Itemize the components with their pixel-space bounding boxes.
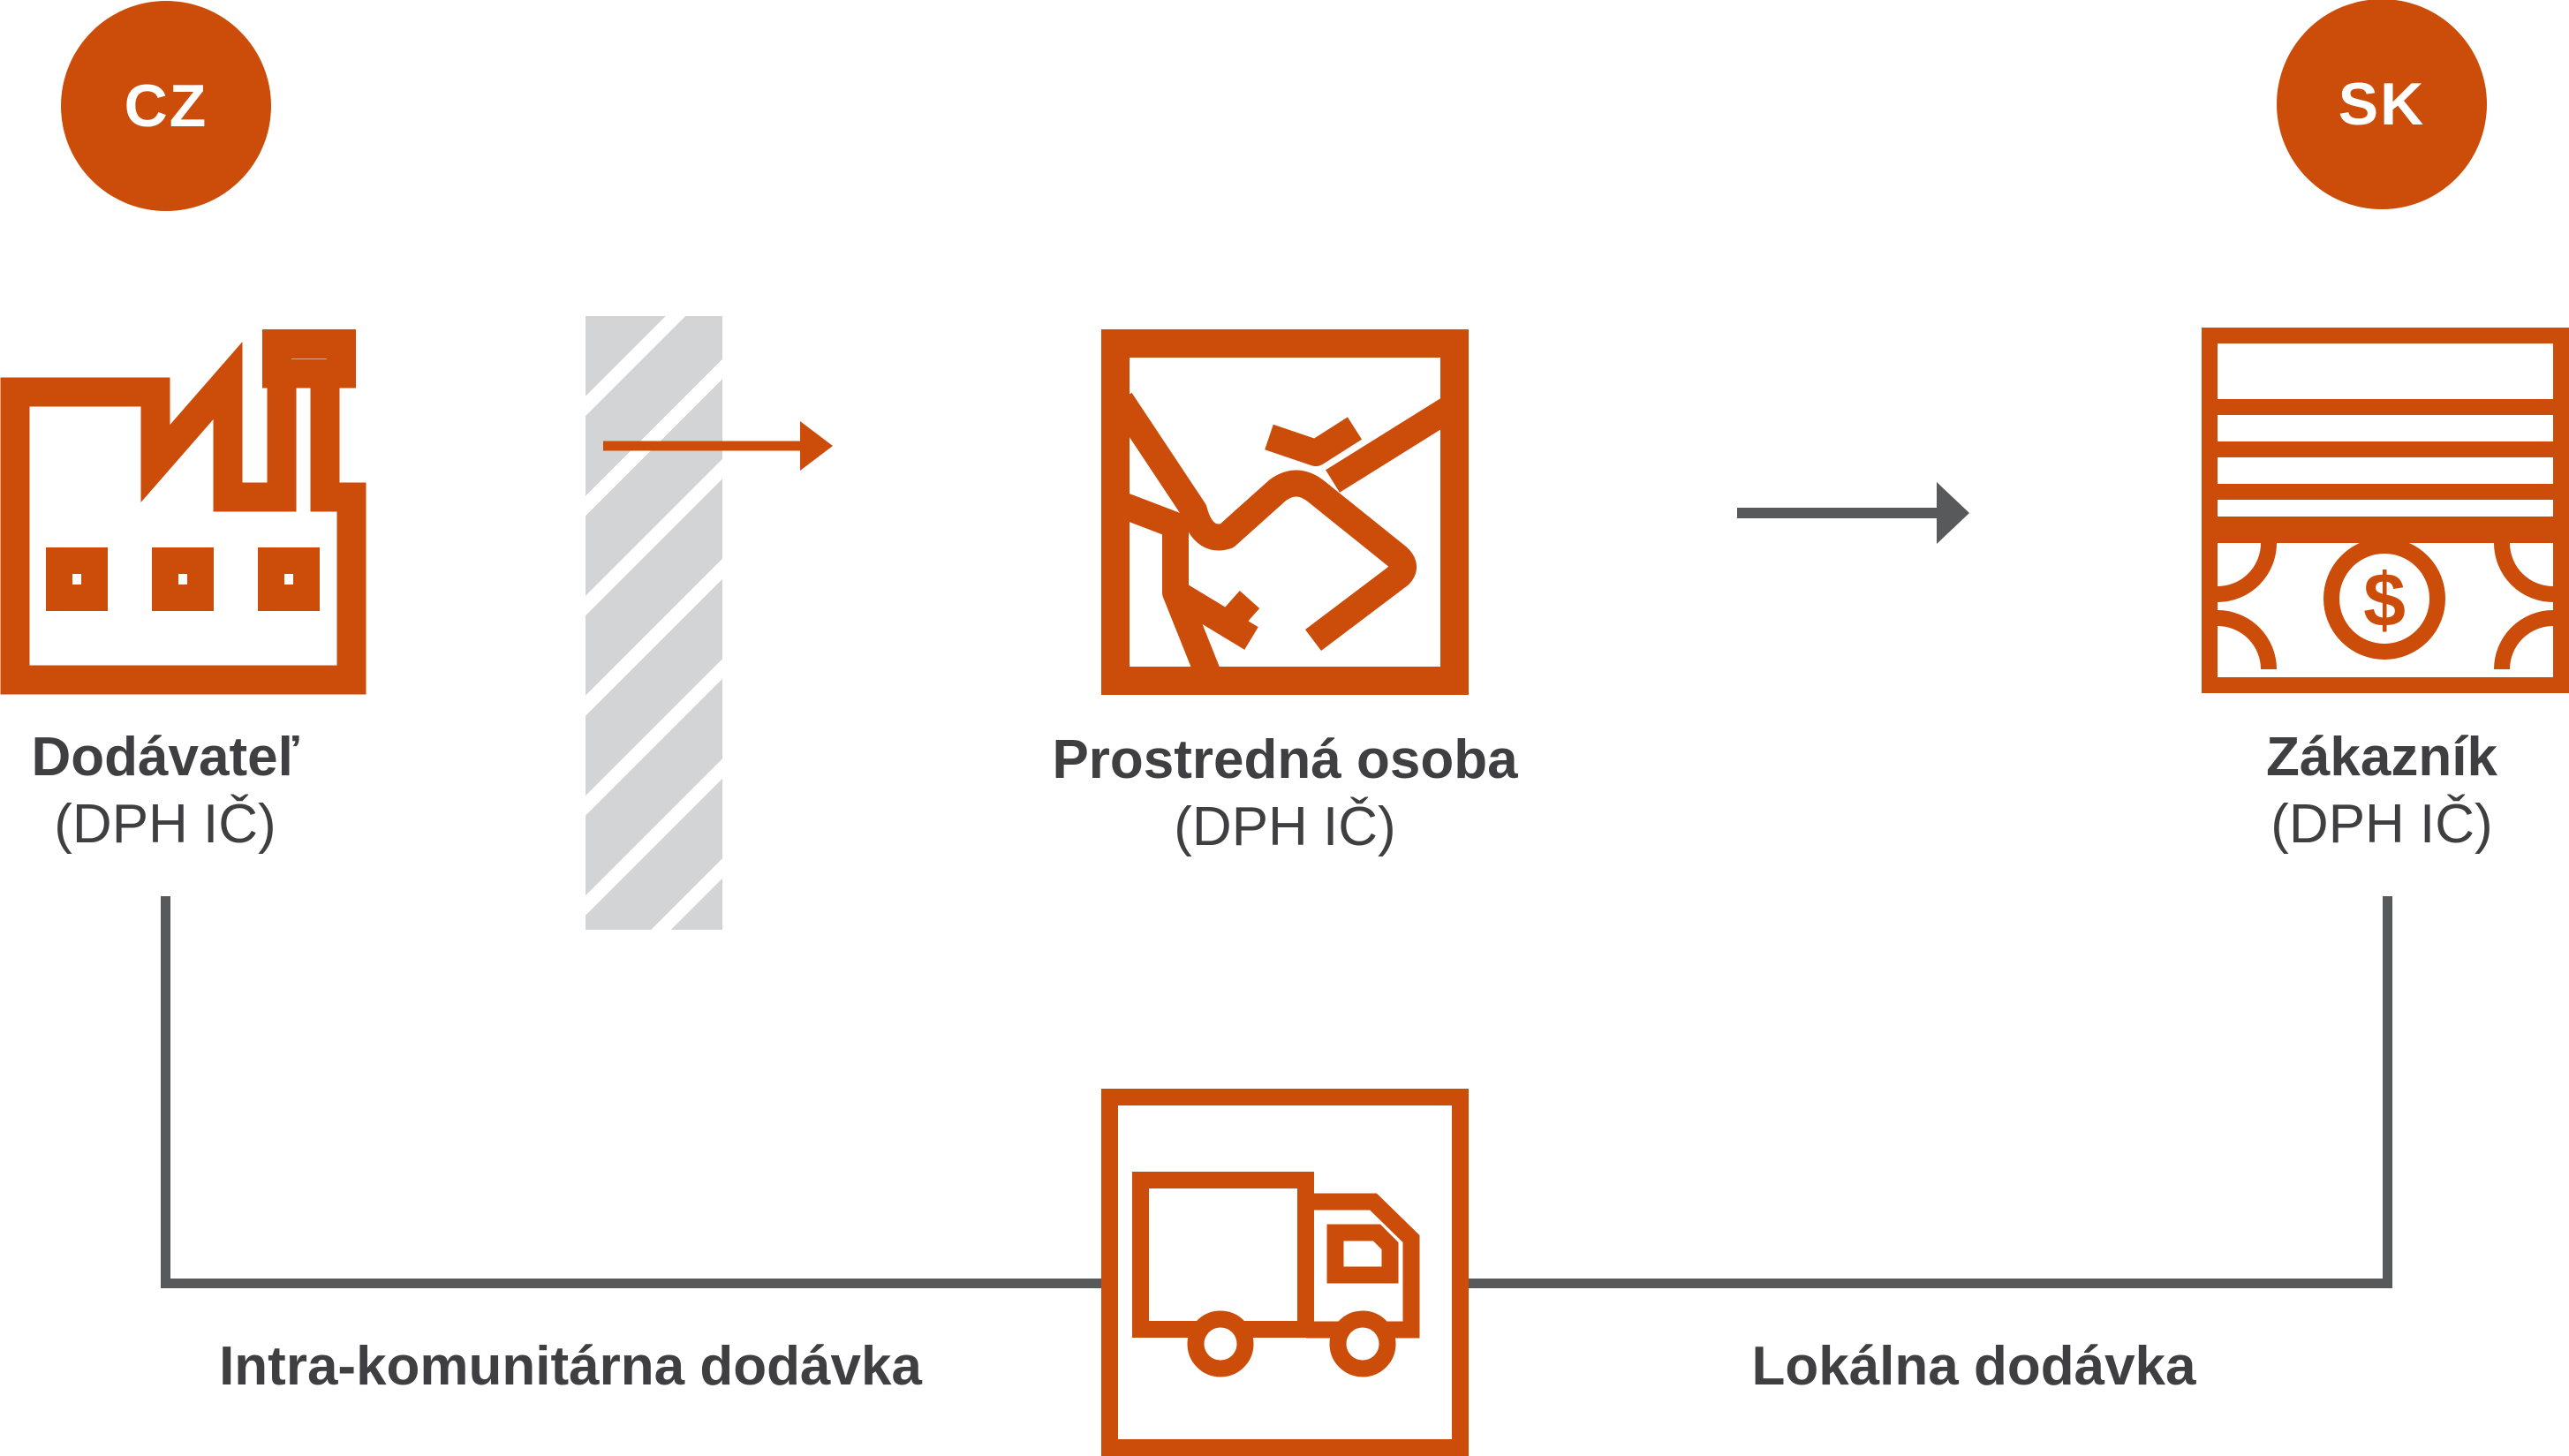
- local-flow-connector-horizontal: [1469, 1279, 2392, 1288]
- banknotes-icon: $: [2202, 328, 2569, 693]
- truck-icon: [1101, 1089, 1469, 1456]
- local-flow-label: Lokálna dodávka: [1751, 1336, 2196, 1397]
- intermediary-title: Prostredná osoba: [1052, 729, 1518, 790]
- supplier-subtitle: (DPH IČ): [54, 794, 276, 855]
- supplier-label: Dodávateľ (DPH IČ): [0, 724, 474, 858]
- intermediary-subtitle: (DPH IČ): [1174, 796, 1396, 857]
- intra-community-flow-label: Intra-komunitárna dodávka: [219, 1336, 922, 1397]
- cz-badge-label: CZ: [124, 72, 208, 140]
- customer-label: Zákazník (DPH IČ): [2073, 724, 2569, 858]
- customer-title: Zákazník: [2266, 727, 2497, 788]
- intermediary-label: Prostredná osoba (DPH IČ): [932, 727, 1638, 861]
- cz-country-badge: CZ: [61, 1, 271, 211]
- handshake-icon: [1101, 329, 1469, 695]
- sk-country-badge: SK: [2277, 0, 2487, 209]
- factory-icon: [0, 329, 366, 695]
- supplier-to-intermediary-arrow-icon: [603, 421, 833, 471]
- customer-subtitle: (DPH IČ): [2271, 794, 2493, 855]
- border-hatch-bar: [586, 316, 722, 930]
- intra-flow-connector-horizontal: [161, 1279, 1101, 1288]
- intermediary-to-customer-arrow-icon: [1737, 482, 1969, 544]
- intra-flow-connector-vertical: [161, 896, 170, 1287]
- dollar-sign-icon: $: [2363, 558, 2406, 643]
- sk-badge-label: SK: [2338, 71, 2426, 138]
- local-flow-connector-vertical: [2383, 896, 2392, 1288]
- supplier-title: Dodávateľ: [31, 727, 299, 788]
